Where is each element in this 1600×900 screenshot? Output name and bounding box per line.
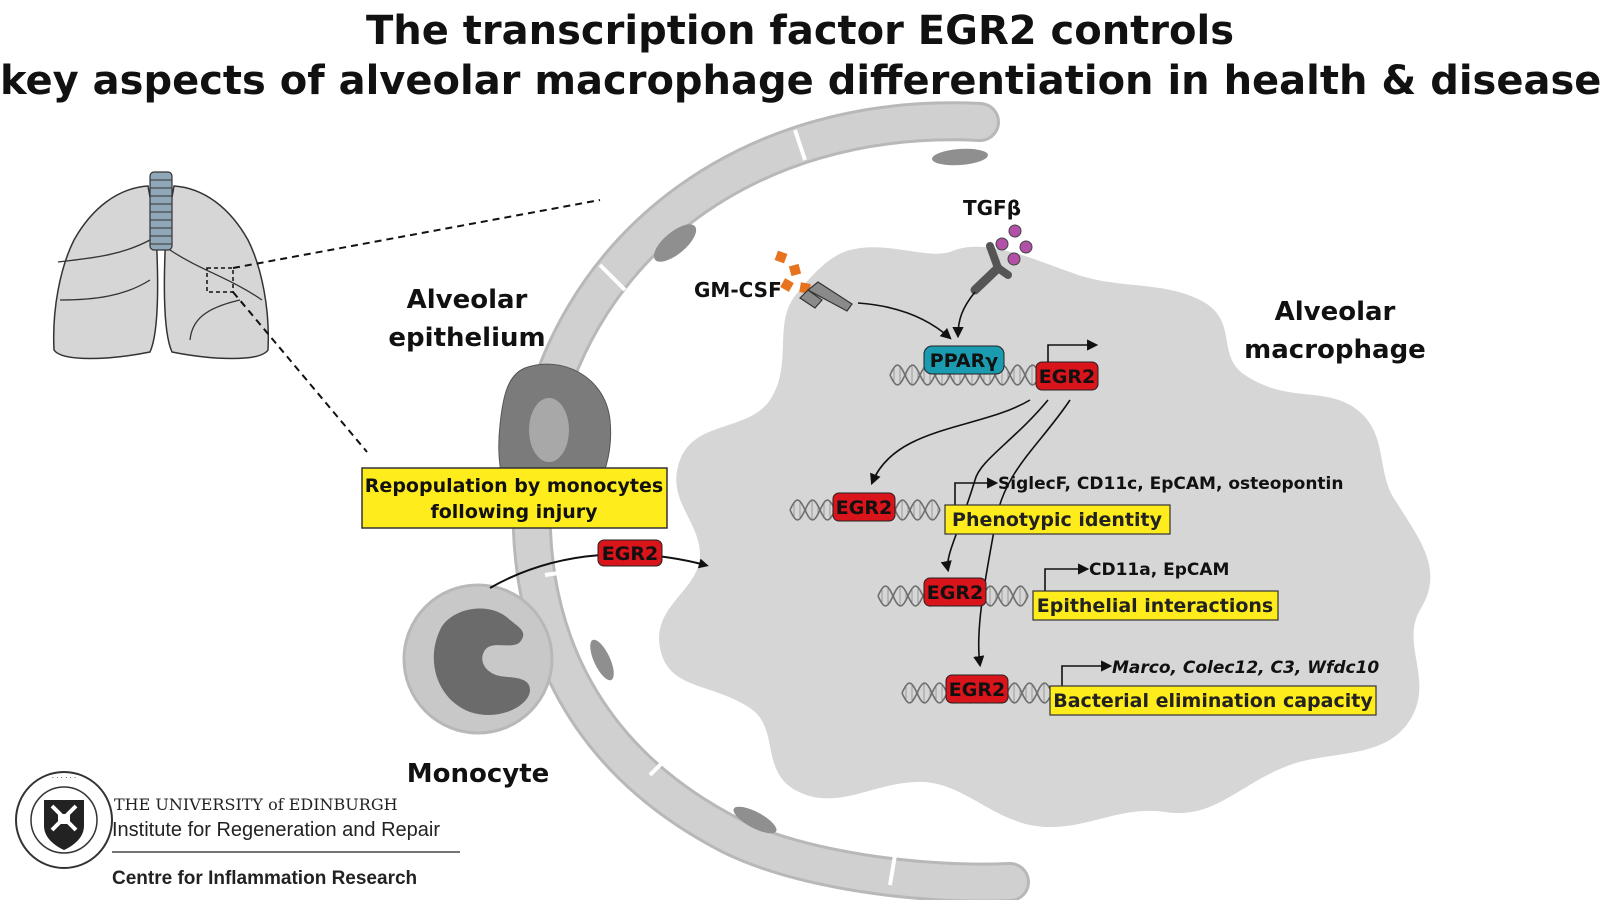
label-gm-csf: GM-CSF — [694, 278, 782, 302]
transcription-arrow-row-3 — [1061, 660, 1113, 692]
egr2-badge-row-3: EGR2 — [945, 674, 1009, 704]
university-seal-icon: · · · · · · — [15, 771, 113, 869]
svg-text:EGR2: EGR2 — [927, 582, 983, 604]
logo-centre-name: Centre for Inflammation Research — [112, 868, 417, 889]
svg-text:EGR2: EGR2 — [1039, 366, 1095, 388]
alveolar-macrophage-cell — [659, 246, 1431, 828]
target-genes-row-1: SiglecF, CD11c, EpCAM, osteopontin — [998, 474, 1343, 494]
title-line-2: key aspects of alveolar macrophage diffe… — [0, 58, 1600, 104]
lung-icon — [52, 171, 270, 360]
zoom-line-bottom — [232, 291, 368, 453]
svg-text:EGR2: EGR2 — [836, 497, 892, 519]
gm-csf-ligand — [774, 250, 811, 294]
tgfb-receptor-icon — [970, 242, 1012, 295]
target-genes-row-3: Marco, Colec12, C3, Wfdc10 — [1112, 658, 1379, 678]
zoom-line-top — [232, 199, 601, 269]
logo-institute-name: Institute for Regeneration and Repair — [112, 819, 440, 841]
svg-text:PPARγ: PPARγ — [930, 350, 998, 372]
function-box-row-1: Phenotypic identity — [944, 504, 1171, 535]
ppar-gamma-badge: PPARγ — [923, 345, 1005, 375]
egr2-badge-top: EGR2 — [1035, 361, 1099, 391]
gm-csf-receptor-icon — [799, 281, 853, 312]
function-box-row-2: Epithelial interactions — [1032, 590, 1279, 621]
svg-text:EGR2: EGR2 — [949, 679, 1005, 701]
egr2-arrow-2 — [940, 399, 1049, 573]
transcription-arrow-row-2 — [1044, 563, 1090, 595]
label-monocyte: Monocyte — [407, 759, 550, 789]
function-box-row-3: Bacterial elimination capacity — [1049, 685, 1377, 716]
label-alveolar-macrophage-1: Alveolar — [1275, 297, 1396, 327]
egr2-arrow-1 — [870, 399, 1031, 486]
svg-text:Bacterial elimination capacity: Bacterial elimination capacity — [1053, 690, 1373, 712]
egr2-badge-row-2: EGR2 — [923, 577, 987, 607]
target-genes-row-2: CD11a, EpCAM — [1089, 560, 1229, 580]
svg-text:EGR2: EGR2 — [602, 543, 658, 565]
label-alveolar-epithelium-1: Alveolar — [407, 285, 528, 315]
label-alveolar-epithelium-2: epithelium — [388, 323, 545, 353]
transcription-arrow-row-1 — [954, 477, 999, 510]
gm-csf-arrow — [857, 302, 952, 340]
svg-text:Epithelial interactions: Epithelial interactions — [1037, 595, 1274, 617]
egr2-badge-row-1: EGR2 — [832, 492, 896, 522]
monocyte-cell — [402, 583, 554, 735]
diagram-title: The transcription factor EGR2 controls k… — [0, 6, 1600, 106]
title-line-1: The transcription factor EGR2 controls — [365, 8, 1235, 54]
label-tgfb: TGFβ — [963, 196, 1021, 220]
svg-text:· · · · · ·: · · · · · · — [52, 774, 76, 782]
repopulation-box: Repopulation by monocytes following inju… — [361, 467, 668, 529]
egr2-badge-monocyte: EGR2 — [597, 539, 663, 567]
logo-university-name: THE UNIVERSITY of EDINBURGH — [114, 795, 398, 814]
repopulation-line-1: Repopulation by monocytes — [365, 475, 663, 497]
transcription-arrow-top — [1047, 339, 1099, 362]
svg-text:Phenotypic identity: Phenotypic identity — [952, 509, 1163, 531]
tgfb-arrow — [952, 291, 976, 339]
label-alveolar-macrophage-2: macrophage — [1244, 335, 1426, 365]
tgfb-ligand — [995, 224, 1033, 266]
repopulation-line-2: following injury — [430, 501, 598, 523]
